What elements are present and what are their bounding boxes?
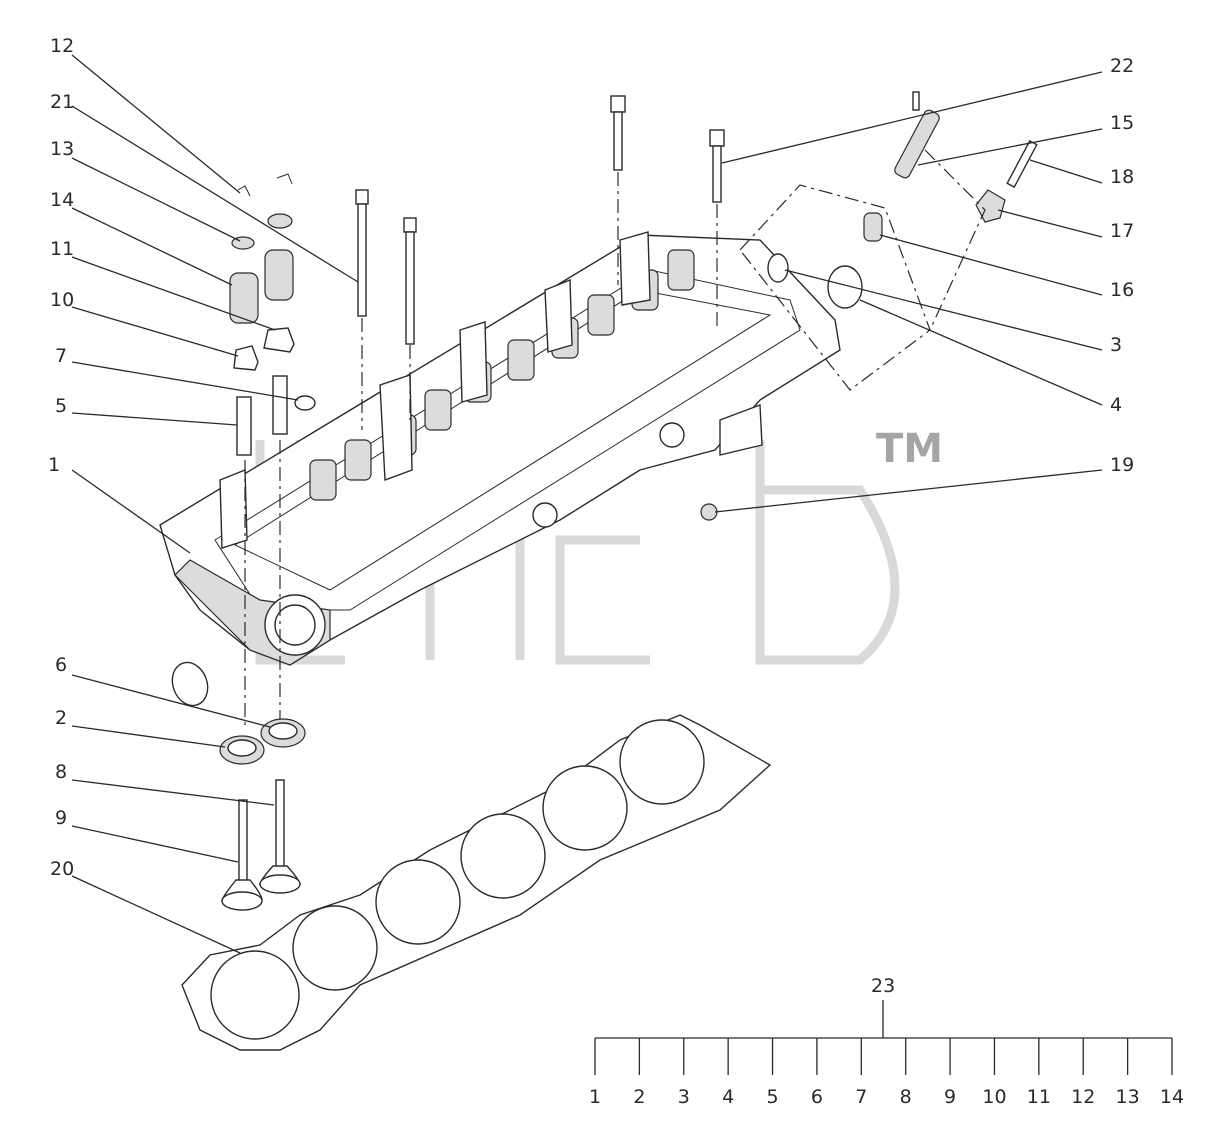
injector-assembly [700, 91, 1038, 521]
kit-scale-tick-label-12: 12 [1071, 1086, 1095, 1108]
callout-8: 8 [55, 761, 67, 783]
kit-scale-tick-label-10: 10 [982, 1086, 1006, 1108]
callout-20: 20 [50, 858, 74, 880]
kit-scale-tick-label-13: 13 [1116, 1086, 1140, 1108]
kit-scale-tick-label-1: 1 [589, 1086, 601, 1108]
callout-18: 18 [1110, 166, 1134, 188]
callout-12: 12 [50, 35, 74, 57]
kit-scale-tick-label-4: 4 [722, 1086, 734, 1108]
valve-train-stack [229, 173, 316, 730]
callout-4: 4 [1110, 394, 1122, 416]
leader-lines [71, 54, 1103, 954]
kit-scale-tick-label-9: 9 [944, 1086, 956, 1108]
callout-3: 3 [1110, 334, 1122, 356]
kit-scale-tick-label-3: 3 [678, 1086, 690, 1108]
callout-17: 17 [1110, 220, 1134, 242]
kit-scale-tick-label-2: 2 [633, 1086, 645, 1108]
head-gasket [181, 714, 772, 1051]
callout-16: 16 [1110, 279, 1134, 301]
callout-15: 15 [1110, 112, 1134, 134]
callout-13: 13 [50, 138, 74, 160]
callout-22: 22 [1110, 55, 1134, 77]
callout-labels: 12 21 13 14 11 10 7 5 1 6 2 8 9 20 22 15… [48, 35, 1134, 880]
callout-11: 11 [50, 238, 74, 260]
kit-scale-label: 23 [871, 975, 895, 997]
kit-scale-tick-label-5: 5 [766, 1086, 778, 1108]
kit-scale-tick-label-14: 14 [1160, 1086, 1184, 1108]
callout-6: 6 [55, 654, 67, 676]
seals-and-valves [171, 661, 306, 911]
callout-2: 2 [55, 707, 67, 729]
callout-9: 9 [55, 807, 67, 829]
kit-scale-tick-label-7: 7 [855, 1086, 867, 1108]
kit-scale-tick-label-11: 11 [1027, 1086, 1051, 1108]
callout-21: 21 [50, 91, 74, 113]
callout-5: 5 [55, 395, 67, 417]
watermark-tm: TM [876, 426, 943, 472]
cylinder-head [159, 231, 841, 666]
kit-scale-tick-label-6: 6 [811, 1086, 823, 1108]
callout-7: 7 [55, 345, 67, 367]
head-bolts [355, 95, 725, 430]
kit-scale-tick-label-8: 8 [900, 1086, 912, 1108]
callout-10: 10 [50, 289, 74, 311]
callout-19: 19 [1110, 454, 1134, 476]
callout-1: 1 [48, 454, 60, 476]
callout-14: 14 [50, 189, 74, 211]
